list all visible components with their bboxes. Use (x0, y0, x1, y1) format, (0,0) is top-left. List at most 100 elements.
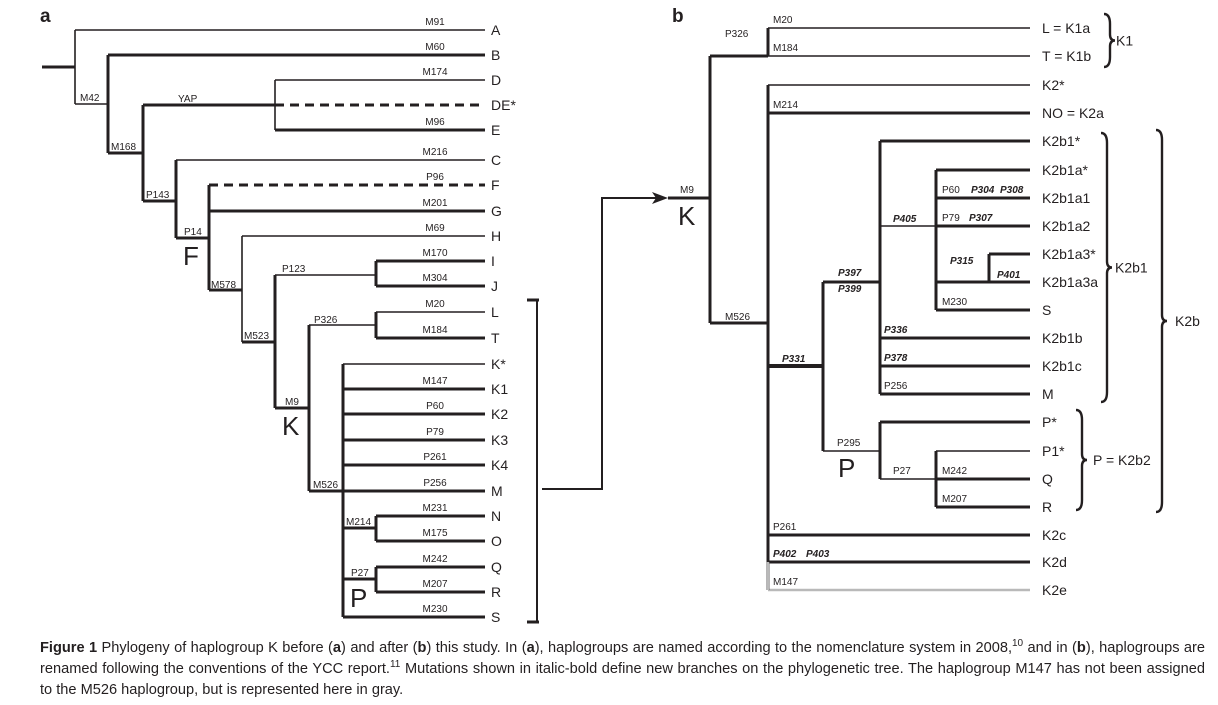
mutation-label: M147 (422, 376, 447, 387)
leaf-label: K2d (1042, 554, 1067, 570)
mutation-label: M216 (422, 147, 447, 158)
internal-mutation-label: P27 (893, 466, 911, 477)
internal-mutation-label: M526 (313, 480, 338, 491)
mutation-label: M96 (425, 117, 445, 128)
mutation-label: M201 (422, 198, 447, 209)
leaf-label: M (491, 483, 503, 499)
new-mutation-label: P307 (969, 213, 993, 224)
new-mutation-label: P308 (1000, 185, 1024, 196)
leaf-label: E (491, 122, 500, 138)
leaf-label: Q (1042, 471, 1053, 487)
panel-label-b: b (672, 6, 684, 27)
clade-label-K: K (282, 411, 300, 441)
internal-mutation-label: M578 (211, 280, 236, 291)
new-mutation-label: P331 (782, 354, 806, 365)
leaf-label: K2b1a3* (1042, 246, 1096, 262)
leaf-label: K2b1c (1042, 358, 1082, 374)
leaf-label: K2e (1042, 582, 1067, 598)
transition-arrow (542, 192, 668, 490)
clade-label-F: F (183, 241, 199, 271)
bracket-label-K2b2: P = K2b2 (1093, 452, 1151, 468)
mutation-label: P261 (423, 452, 447, 463)
internal-mutation-label: P27 (351, 568, 369, 579)
internal-mutation-label: P123 (282, 264, 306, 275)
tree-panel-a: AM91BM60DM174DE*EM96CM216FP96GM201HM69IM… (42, 17, 539, 625)
leaf-label: K1 (491, 381, 508, 397)
mutation-label: P256 (423, 478, 447, 489)
internal-mutation-label: YAP (178, 94, 198, 105)
leaf-label: H (491, 228, 501, 244)
reference-10[interactable]: 10 (1012, 638, 1024, 650)
panel-label-a: a (40, 6, 51, 27)
leaf-label: O (491, 533, 502, 549)
mutation-label: P60 (426, 401, 444, 412)
mutation-label: M170 (422, 248, 447, 259)
mutation-label: M20 (773, 15, 793, 26)
leaf-label: K2b1* (1042, 133, 1081, 149)
new-mutation-label: P397 (838, 268, 862, 279)
mutation-label: P79 (942, 213, 960, 224)
new-mutation-label: P304 (971, 185, 995, 196)
mutation-label: M20 (425, 299, 445, 310)
leaf-label: S (1042, 302, 1051, 318)
leaf-label: K4 (491, 457, 508, 473)
leaf-label: DE* (491, 97, 516, 113)
clade-label-K: K (678, 201, 696, 231)
leaf-label: K2b1a2 (1042, 218, 1090, 234)
mutation-label: M174 (422, 67, 447, 78)
mutation-label: P60 (942, 185, 960, 196)
leaf-label: K2c (1042, 527, 1066, 543)
leaf-label: P1* (1042, 443, 1065, 459)
mutation-label: M175 (422, 528, 447, 539)
new-mutation-label: P403 (806, 549, 830, 560)
mutation-label: M242 (422, 554, 447, 565)
internal-mutation-label: M168 (111, 142, 136, 153)
leaf-label: N (491, 508, 501, 524)
mutation-label: M214 (773, 100, 798, 111)
new-mutation-label: P405 (893, 214, 917, 225)
leaf-label: L (491, 304, 499, 320)
new-mutation-label: P315 (950, 256, 974, 267)
leaf-label: K2b1a3a (1042, 274, 1098, 290)
internal-mutation-label: M523 (244, 331, 269, 342)
bracket-K2b1 (1100, 131, 1113, 404)
clade-label-P: P (838, 453, 855, 483)
leaf-label: K2b1a1 (1042, 190, 1090, 206)
internal-mutation-label: P143 (146, 190, 170, 201)
leaf-label: G (491, 203, 502, 219)
leaf-label: D (491, 72, 501, 88)
clade-label-P: P (350, 583, 367, 613)
bracket-label-K1: K1 (1116, 33, 1133, 49)
leaf-label: T (491, 330, 500, 346)
leaf-label: R (1042, 499, 1052, 515)
bracket-label-K2b: K2b (1175, 313, 1200, 329)
leaf-label: S (491, 609, 500, 625)
leaf-label: NO = K2a (1042, 105, 1104, 121)
mutation-label: M184 (422, 325, 447, 336)
new-mutation-label: P378 (884, 353, 908, 364)
leaf-label: P* (1042, 414, 1057, 430)
leaf-label: C (491, 152, 501, 168)
new-mutation-label: P399 (838, 284, 862, 295)
leaf-label: K2 (491, 406, 508, 422)
leaf-label: K3 (491, 432, 508, 448)
bracket-K2b (1155, 128, 1168, 514)
mutation-label: P96 (426, 172, 444, 183)
internal-mutation-label: M42 (80, 93, 100, 104)
leaf-label: T = K1b (1042, 48, 1091, 64)
root-mutation-label: M9 (680, 185, 694, 196)
leaf-label: K2b1a* (1042, 162, 1088, 178)
mutation-label: M207 (422, 579, 447, 590)
mutation-label: P256 (884, 381, 908, 392)
leaf-label: I (491, 253, 495, 269)
mutation-label: M91 (425, 17, 445, 28)
leaf-label: K2* (1042, 77, 1065, 93)
internal-mutation-label: M214 (346, 517, 371, 528)
internal-mutation-label: M526 (725, 312, 750, 323)
phylogeny-figure: a b AM91BM60DM174DE*EM96CM216FP96GM201HM… (40, 6, 1200, 625)
bracket-label-K2b1: K2b1 (1115, 260, 1148, 276)
reference-11[interactable]: 11 (389, 659, 401, 671)
figure-caption: Figure 1 Phylogeny of haplogroup K befor… (40, 638, 1205, 698)
mutation-label: M230 (422, 604, 447, 615)
